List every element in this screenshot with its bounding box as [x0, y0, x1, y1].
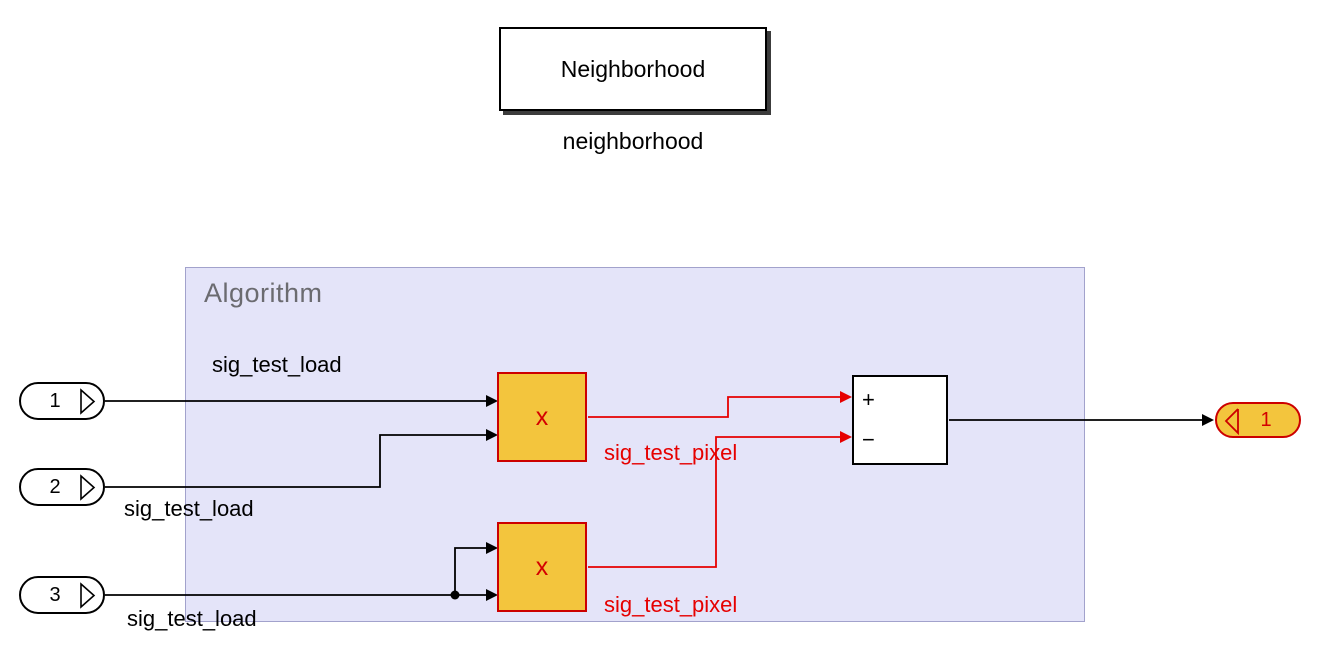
- arrowhead-icon: [840, 431, 852, 443]
- inport-3[interactable]: 3: [19, 576, 105, 614]
- signal-line-branch[interactable]: [454, 547, 486, 595]
- algorithm-area-label: Algorithm: [204, 278, 323, 308]
- outport-1[interactable]: 1: [1215, 402, 1301, 438]
- signal-line-pixel1[interactable]: [588, 396, 840, 418]
- multiply-symbol: x: [535, 552, 549, 581]
- inport-2[interactable]: 2: [19, 468, 105, 506]
- plus-sign: +: [862, 387, 875, 412]
- outport-1-label: 1: [1260, 408, 1272, 431]
- outport-arrow-icon: [1224, 408, 1239, 435]
- signal-line-inport2[interactable]: [105, 434, 486, 488]
- signal-label-pixel-2: sig_test_pixel: [604, 592, 738, 617]
- multiply-block-2[interactable]: x: [497, 522, 587, 612]
- inport-2-label: 2: [49, 475, 61, 498]
- arrowhead-icon: [486, 542, 498, 554]
- neighborhood-block[interactable]: Neighborhood: [499, 27, 767, 111]
- neighborhood-block-label: Neighborhood: [560, 55, 706, 82]
- inport-arrow-icon: [80, 582, 96, 609]
- minus-sign: −: [862, 427, 875, 452]
- inport-arrow-icon: [80, 474, 96, 501]
- signal-label-load-1: sig_test_load: [212, 352, 342, 377]
- inport-1[interactable]: 1: [19, 382, 105, 420]
- subtract-block[interactable]: + −: [852, 375, 948, 465]
- inport-1-label: 1: [49, 389, 61, 412]
- signal-label-load-3: sig_test_load: [127, 606, 257, 631]
- signal-label-load-2: sig_test_load: [124, 496, 254, 521]
- signal-line-pixel2[interactable]: [588, 436, 840, 568]
- signal-label-pixel-1: sig_test_pixel: [604, 440, 738, 465]
- arrowhead-icon: [486, 589, 498, 601]
- arrowhead-icon: [1202, 414, 1214, 426]
- inport-3-label: 3: [49, 583, 61, 606]
- multiply-symbol: x: [535, 402, 549, 431]
- neighborhood-caption: neighborhood: [562, 128, 704, 154]
- branch-dot: [450, 590, 460, 600]
- arrowhead-icon: [840, 391, 852, 403]
- multiply-block-1[interactable]: x: [497, 372, 587, 462]
- arrowhead-icon: [486, 395, 498, 407]
- arrowhead-icon: [486, 429, 498, 441]
- inport-arrow-icon: [80, 388, 96, 415]
